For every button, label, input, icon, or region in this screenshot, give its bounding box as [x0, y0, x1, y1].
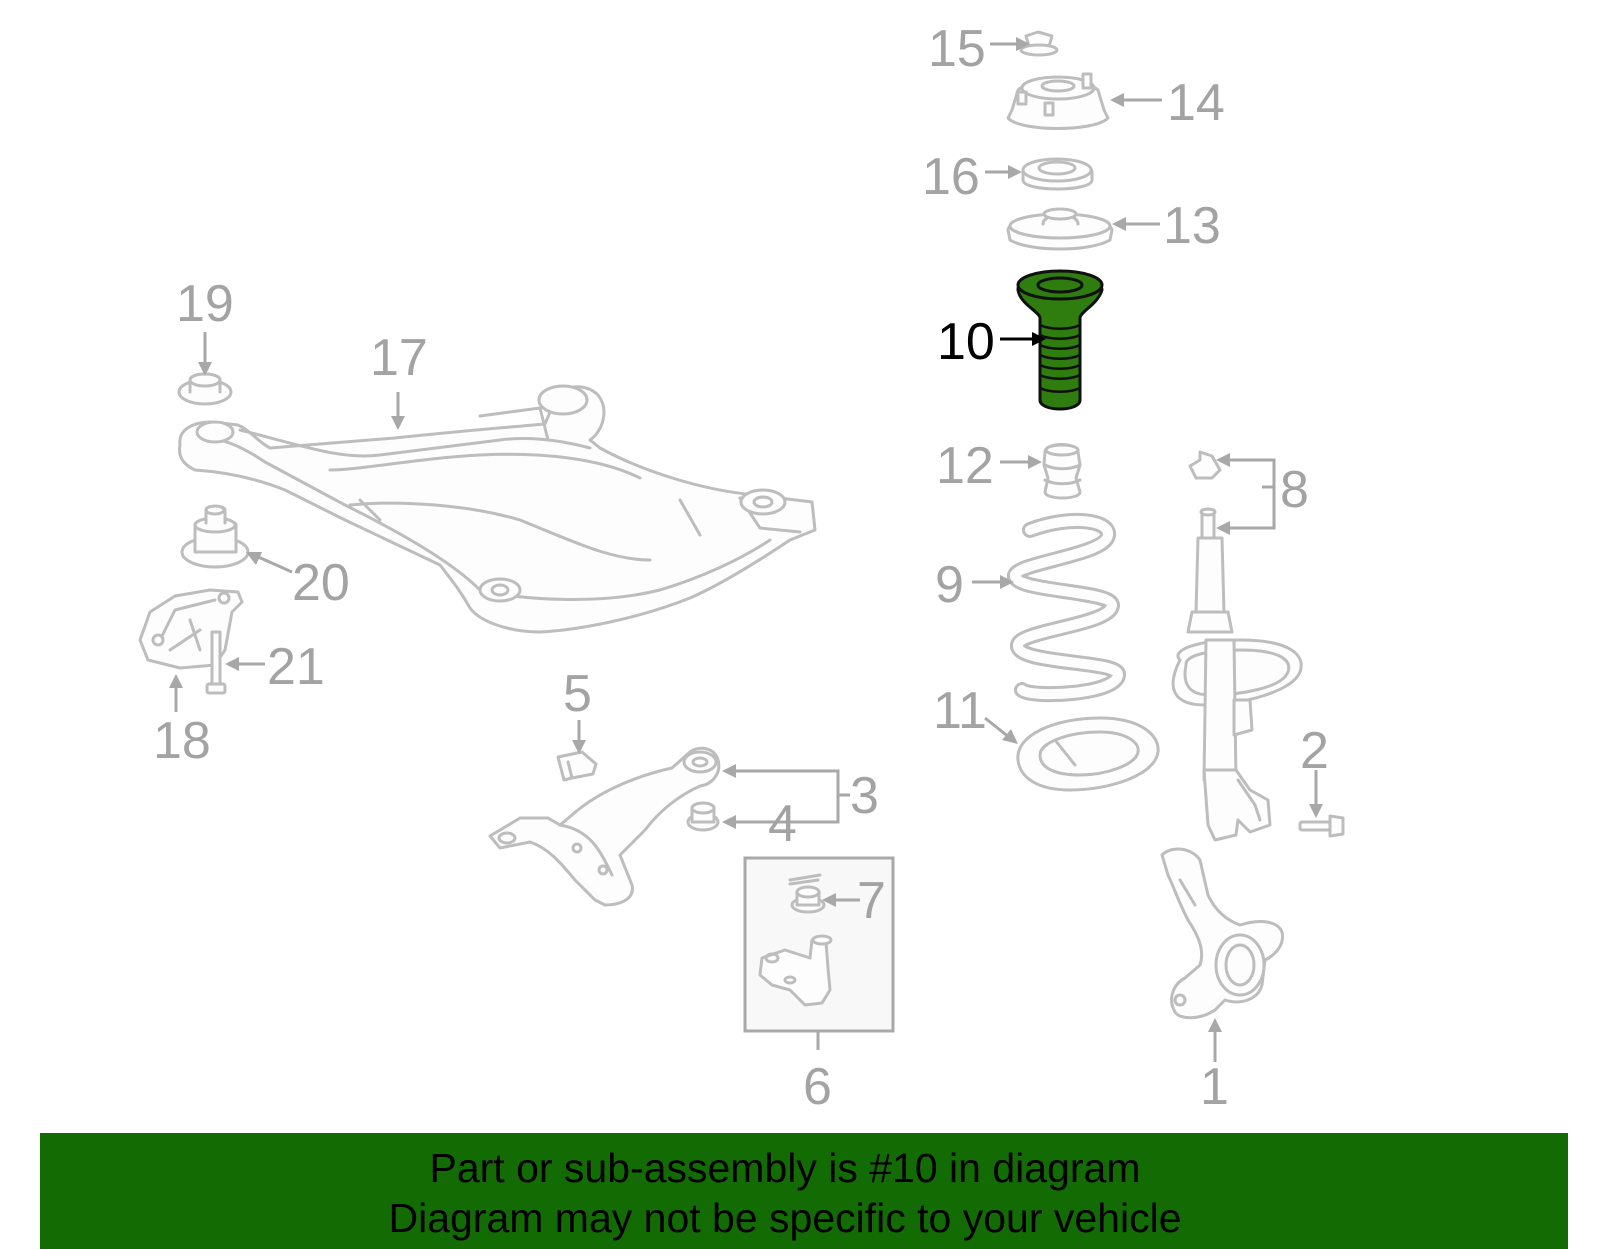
callout-21: 21: [267, 638, 325, 696]
part-4-bushing: [686, 801, 720, 832]
banner-line-1: Part or sub-assembly is #10 in diagram: [429, 1145, 1141, 1191]
part-15-nut: [1019, 30, 1059, 57]
callout-11: 11: [933, 682, 987, 740]
part-12-bump-stop: [1042, 443, 1082, 500]
callout-20: 20: [292, 554, 350, 612]
part-11-insulator: [1016, 716, 1160, 792]
callout-15: 15: [928, 20, 986, 78]
callout-7: 7: [857, 872, 886, 930]
callout-4: 4: [768, 795, 797, 853]
part-21-bolt: [205, 630, 227, 695]
callout-8: 8: [1280, 461, 1309, 519]
callout-13: 13: [1163, 197, 1221, 255]
part-3-lower-arm: [488, 746, 721, 907]
info-banner: Part or sub-assembly is #10 in diagram D…: [40, 1133, 1568, 1249]
banner-line-2: Diagram may not be specific to your vehi…: [388, 1195, 1182, 1241]
callout-17: 17: [370, 329, 428, 387]
part-13-spring-seat: [1006, 207, 1114, 251]
callout-10: 10: [937, 313, 995, 371]
banner-text: Part or sub-assembly is #10 in diagram D…: [40, 1143, 1530, 1243]
part-14-strut-mount: [1006, 72, 1110, 130]
part-16-bearing: [1021, 157, 1094, 191]
callout-labels: 15 14 16 13 10 12 9 11 8 2 1 6 7 3 4 5 1…: [153, 20, 1329, 1116]
part-18-bracket: [138, 588, 244, 670]
part-6-ball-joint: [758, 934, 833, 1007]
callout-leaders: [169, 37, 1323, 1062]
callout-1: 1: [1200, 1058, 1229, 1116]
part-8-nut: [1188, 450, 1222, 480]
part-17-subframe: [178, 384, 817, 634]
callout-3: 3: [850, 767, 879, 825]
callout-18: 18: [153, 712, 211, 770]
callout-19: 19: [176, 275, 234, 333]
callout-16: 16: [922, 148, 980, 206]
part-10-dust-boot: [1016, 269, 1104, 411]
part-5-clip: [556, 750, 598, 782]
strut-assembly: [1171, 507, 1303, 842]
part-19-cushion: [177, 372, 233, 406]
part-20-mount: [180, 504, 250, 569]
callout-14: 14: [1167, 74, 1225, 132]
callout-5: 5: [563, 665, 592, 723]
part-2-bolt: [1298, 814, 1345, 838]
part-7-nut: [790, 885, 826, 914]
callout-6: 6: [803, 1058, 832, 1116]
callout-2: 2: [1300, 722, 1329, 780]
part-1-knuckle: [1160, 847, 1285, 1020]
callout-9: 9: [935, 556, 964, 614]
part-9-coil-spring: [1007, 512, 1126, 703]
callout-12: 12: [936, 437, 994, 495]
